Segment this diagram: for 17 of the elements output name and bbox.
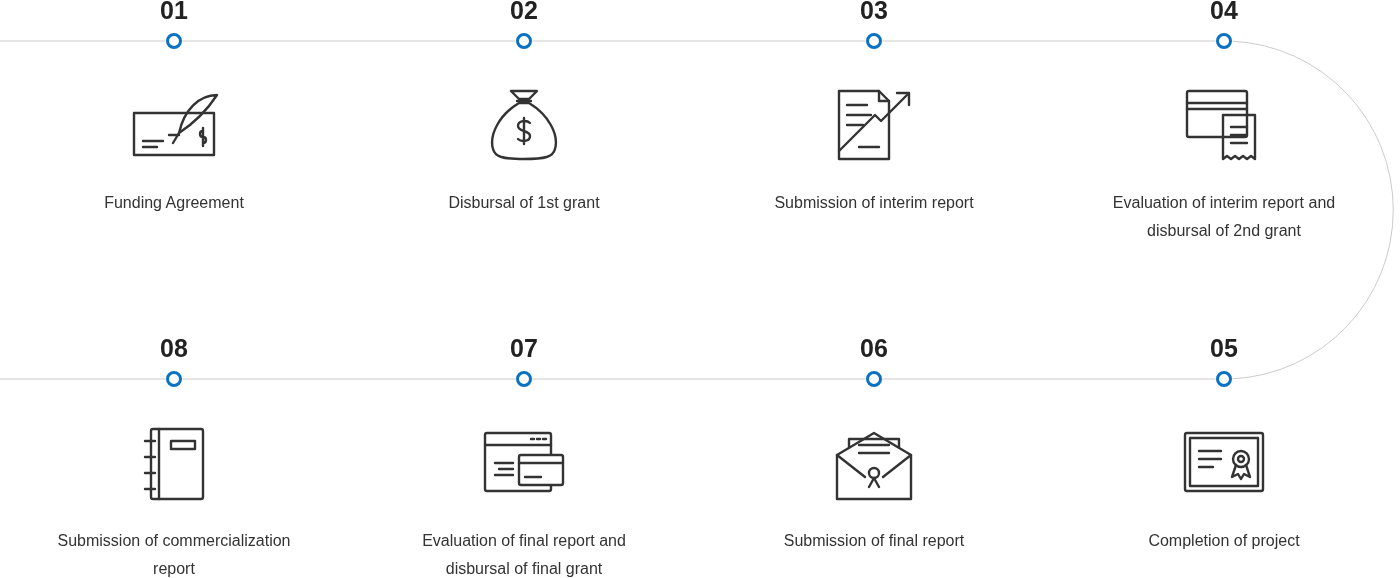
step-description: Submission of interim report (773, 193, 975, 213)
step-description: Submission of commercialization report (56, 531, 292, 578)
step-number: 02 (509, 0, 539, 23)
step-number: 06 (859, 335, 889, 361)
step-description: Funding Agreement (103, 193, 245, 213)
step-number: 04 (1209, 0, 1239, 23)
step-number: 05 (1209, 335, 1239, 361)
step-description: Disbursal of 1st grant (447, 193, 601, 213)
step-description: Submission of final report (782, 531, 966, 551)
step-number: 03 (859, 0, 889, 23)
step-description: Evaluation of final report and disbursal of final grant (421, 531, 627, 578)
step-description: Completion of project (1147, 531, 1301, 551)
step-number: 01 (159, 0, 189, 23)
step-number: 07 (509, 335, 539, 361)
timeline-line (1232, 40, 1394, 380)
step-number: 08 (159, 335, 189, 361)
step-description: Evaluation of interim report and disbursal of 2nd grant (1111, 193, 1337, 241)
